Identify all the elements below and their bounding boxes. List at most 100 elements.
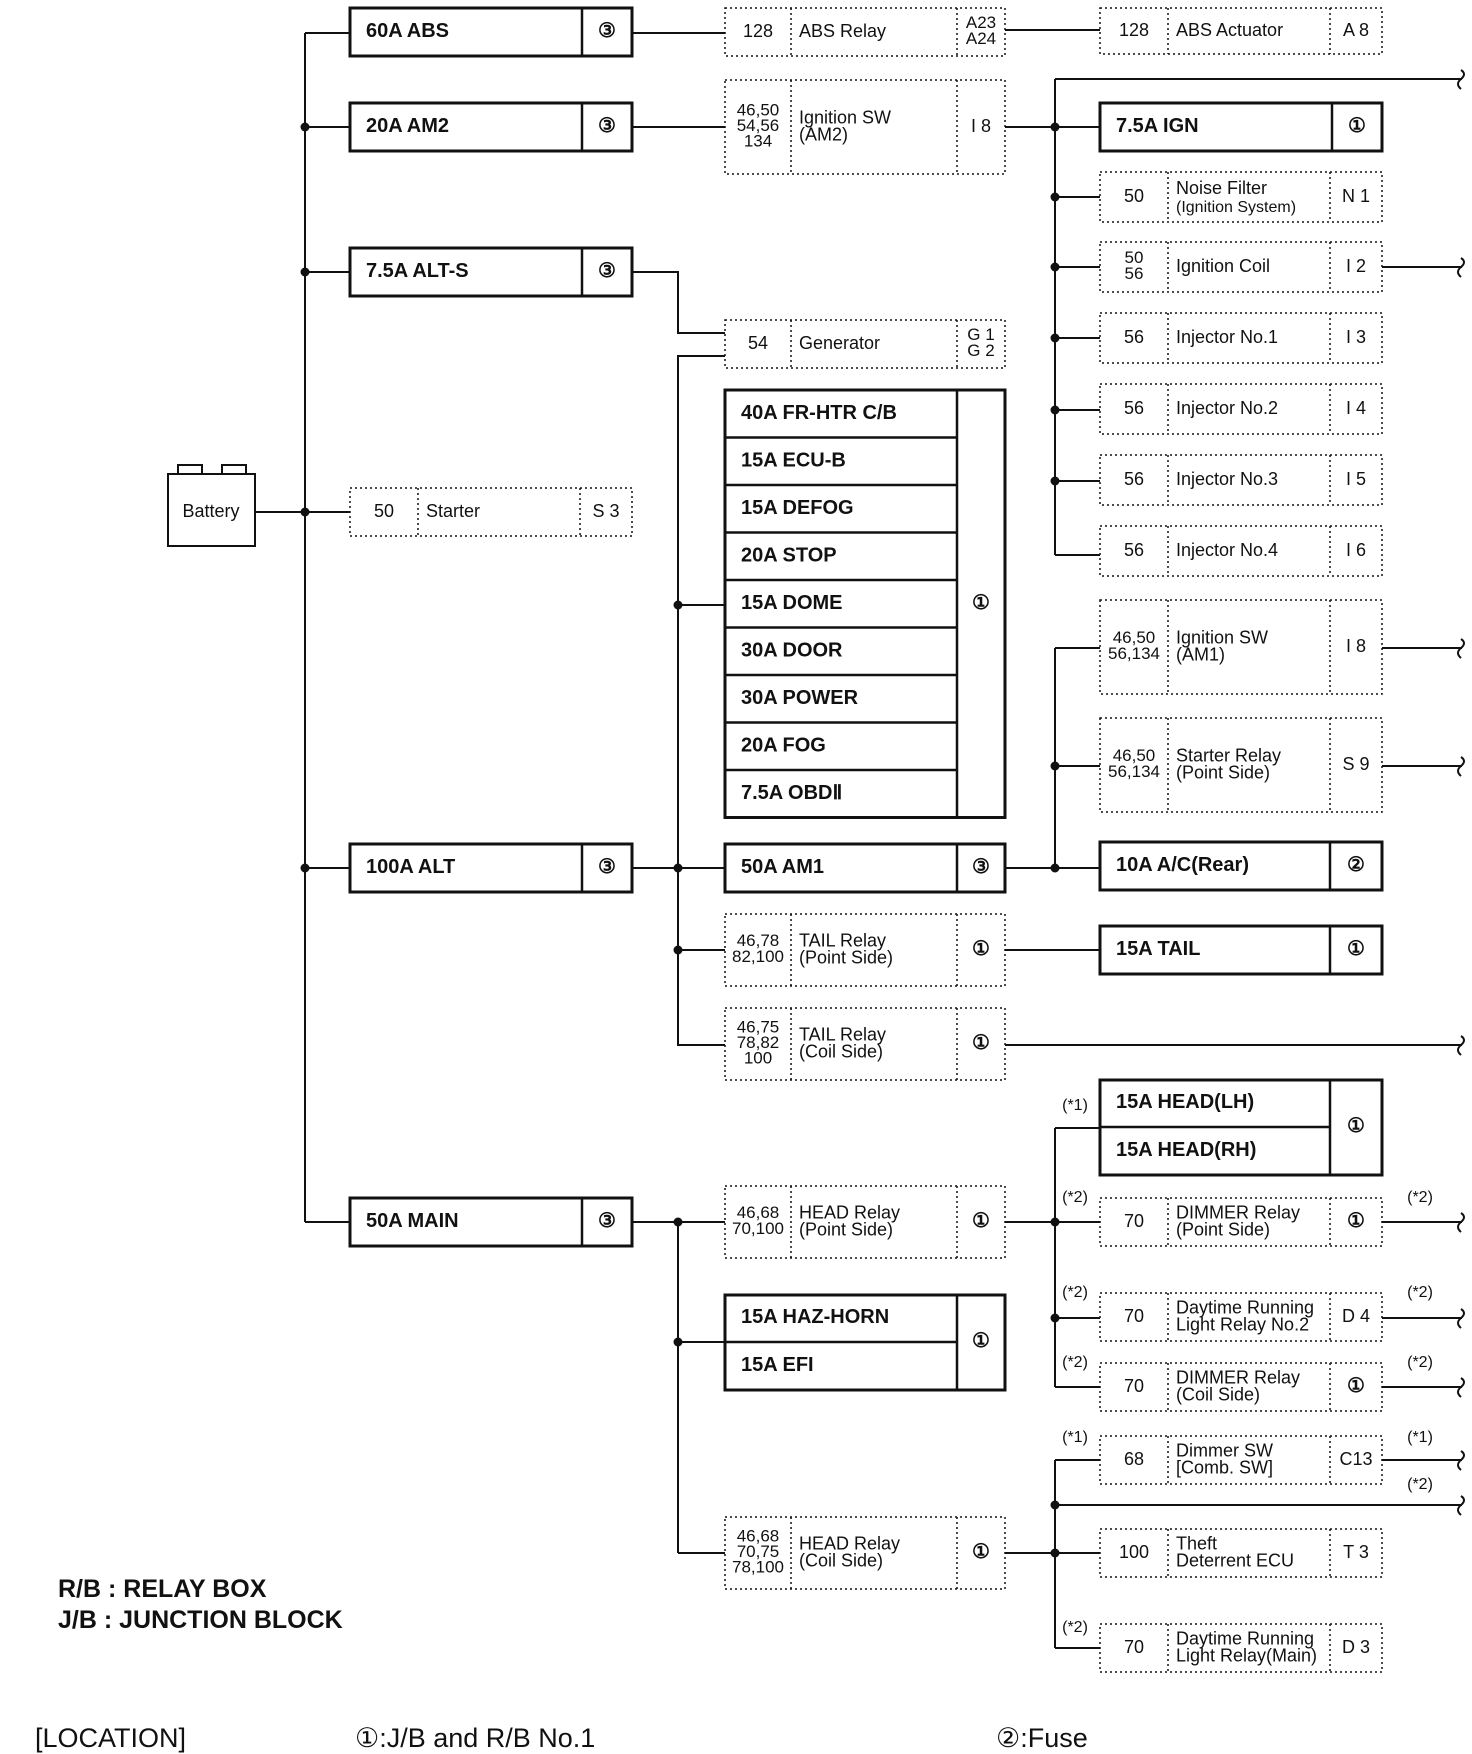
- jb-fuse-8: 7.5A OBDⅡ: [741, 782, 842, 804]
- drl-main-note-left: (*2): [1062, 1619, 1088, 1636]
- head-branch-box-1-code: D 4: [1342, 1306, 1370, 1326]
- starter-box-page: 50: [374, 501, 394, 521]
- jb-fuse-block: [723, 388, 1007, 819]
- jb-fuse-5: 30A DOOR: [741, 640, 843, 662]
- fusible-link-main-label: 50A MAIN: [366, 1210, 459, 1232]
- ign-branch-box-4: [1099, 454, 1383, 506]
- jb-fuse-2: 15A DEFOG: [741, 497, 854, 519]
- battery-terminal: [177, 464, 203, 475]
- fusible-link-abs-location: ③: [598, 20, 616, 42]
- head-branch-box-1-page: 70: [1124, 1306, 1144, 1326]
- dimmer-sw-box-page: 68: [1124, 1449, 1144, 1469]
- fusible-link-alt: [348, 842, 634, 894]
- jb-fuse-location: ①: [972, 592, 990, 614]
- continuation-mark: [1457, 1308, 1465, 1329]
- fusible-link-main-location: ③: [598, 1210, 616, 1232]
- head-branch-box-0-page: 70: [1124, 1211, 1144, 1231]
- continuation-mark: [1457, 1450, 1465, 1471]
- generator-box: [724, 319, 1006, 369]
- ignition-sw-am2-box-code: I 8: [971, 116, 991, 136]
- ign-branch-box-3-name: Injector No.2: [1176, 398, 1278, 418]
- ign-branch-box-3-code: I 4: [1346, 398, 1366, 418]
- head-branch-box-2-name: DIMMER Relay(Coil Side): [1176, 1367, 1300, 1404]
- wires: [255, 29, 1465, 1649]
- continuation-mark: [1457, 1377, 1465, 1398]
- dimmer-sw-box-code: C13: [1339, 1449, 1372, 1469]
- ac-rear-fuse-label: 10A A/C(Rear): [1116, 854, 1249, 876]
- ignition-sw-am1-box-code: I 8: [1346, 636, 1366, 656]
- jb-fuse-0: 40A FR-HTR C/B: [741, 402, 897, 424]
- dimmer-sw-note-right: (*1): [1407, 1429, 1433, 1446]
- head-relay-coil-box-code: ①: [972, 1541, 990, 1563]
- ac-rear-fuse-location: ②: [1347, 854, 1365, 876]
- abs-actuator-box: [1099, 7, 1383, 55]
- ign-branch-box-5-page: 56: [1124, 540, 1144, 560]
- head-fuse-location: ①: [1347, 1115, 1365, 1137]
- jb-fuse-6: 30A POWER: [741, 687, 859, 709]
- ign-branch-box-2-page: 56: [1124, 327, 1144, 347]
- starter-box-code: S 3: [592, 501, 619, 521]
- ign-fuse: [1098, 101, 1384, 153]
- head-branch-note-right-1: (*2): [1407, 1284, 1433, 1301]
- continuation-mark: [1457, 1495, 1465, 1516]
- head-branch-box-1: [1099, 1292, 1383, 1342]
- head-branch-box-2: [1099, 1362, 1383, 1412]
- am1-fuse-location: ③: [972, 856, 990, 878]
- head-branch-note-left-0: (*2): [1062, 1189, 1088, 1206]
- drl-main-box-code: D 3: [1342, 1637, 1370, 1657]
- starter-relay-box-code: S 9: [1342, 754, 1369, 774]
- ignition-sw-am1-box-name: Ignition SW(AM1): [1176, 627, 1268, 664]
- generator-box-name: Generator: [799, 333, 880, 353]
- fusible-link-am2: [348, 101, 634, 153]
- continuation-mark: [1457, 756, 1465, 777]
- jb-fuse-4: 15A DOME: [741, 592, 843, 614]
- fusible-link-am2-location: ③: [598, 115, 616, 137]
- ignition-sw-am2-box: [724, 79, 1006, 175]
- continuation-mark: [1457, 1212, 1465, 1233]
- dimmer-sw-note-left: (*1): [1062, 1429, 1088, 1446]
- fusible-link-abs-label: 60A ABS: [366, 20, 449, 42]
- ign-branch-box-3: [1099, 383, 1383, 435]
- continuation-mark: [1457, 638, 1465, 659]
- ign-branch-box-5-name: Injector No.4: [1176, 540, 1278, 560]
- am1-fuse-label: 50A AM1: [741, 856, 824, 878]
- generator-box-page: 54: [748, 333, 768, 353]
- ac-rear-fuse: [1098, 840, 1384, 892]
- head-branch-note-left-2: (*2): [1062, 1354, 1088, 1371]
- continuation-mark: [1457, 257, 1465, 278]
- ign-fuse-location: ①: [1348, 115, 1366, 137]
- tail-fuse-label: 15A TAIL: [1116, 938, 1200, 960]
- starter-box-name: Starter: [426, 501, 480, 521]
- ign-branch-box-1: [1099, 241, 1383, 293]
- continuation-mark: [1457, 69, 1465, 90]
- head-branch-note-right-0: (*2): [1407, 1189, 1433, 1206]
- head-fuse-0: 15A HEAD(LH): [1116, 1091, 1254, 1113]
- legend-rb: R/B : RELAY BOX: [58, 1575, 267, 1603]
- fusible-link-alts: [348, 246, 634, 298]
- ign-branch-box-0-name: Noise Filter: [1176, 178, 1267, 198]
- haz-efi-fuse-0: 15A HAZ-HORN: [741, 1306, 889, 1328]
- ign-branch-box-0-code: N 1: [1342, 186, 1370, 206]
- ignition-sw-am1-box: [1099, 599, 1383, 695]
- ign-branch-box-3-page: 56: [1124, 398, 1144, 418]
- theft-ecu-box: [1099, 1528, 1383, 1578]
- head-branch-note-left-1: (*2): [1062, 1284, 1088, 1301]
- wire: [677, 355, 725, 1046]
- wire: [632, 271, 725, 334]
- abs-actuator-box-code: A 8: [1343, 20, 1369, 40]
- component-boxes: [167, 6, 1384, 1673]
- fusible-link-main: [348, 1196, 634, 1248]
- tail-relay-coil-box-code: ①: [972, 1032, 990, 1054]
- head-fuse-1: 15A HEAD(RH): [1116, 1139, 1256, 1161]
- junction-dot: [1050, 1313, 1060, 1323]
- starter-relay-box-name: Starter Relay(Point Side): [1176, 745, 1281, 782]
- ign-branch-box-1-name: Ignition Coil: [1176, 256, 1270, 276]
